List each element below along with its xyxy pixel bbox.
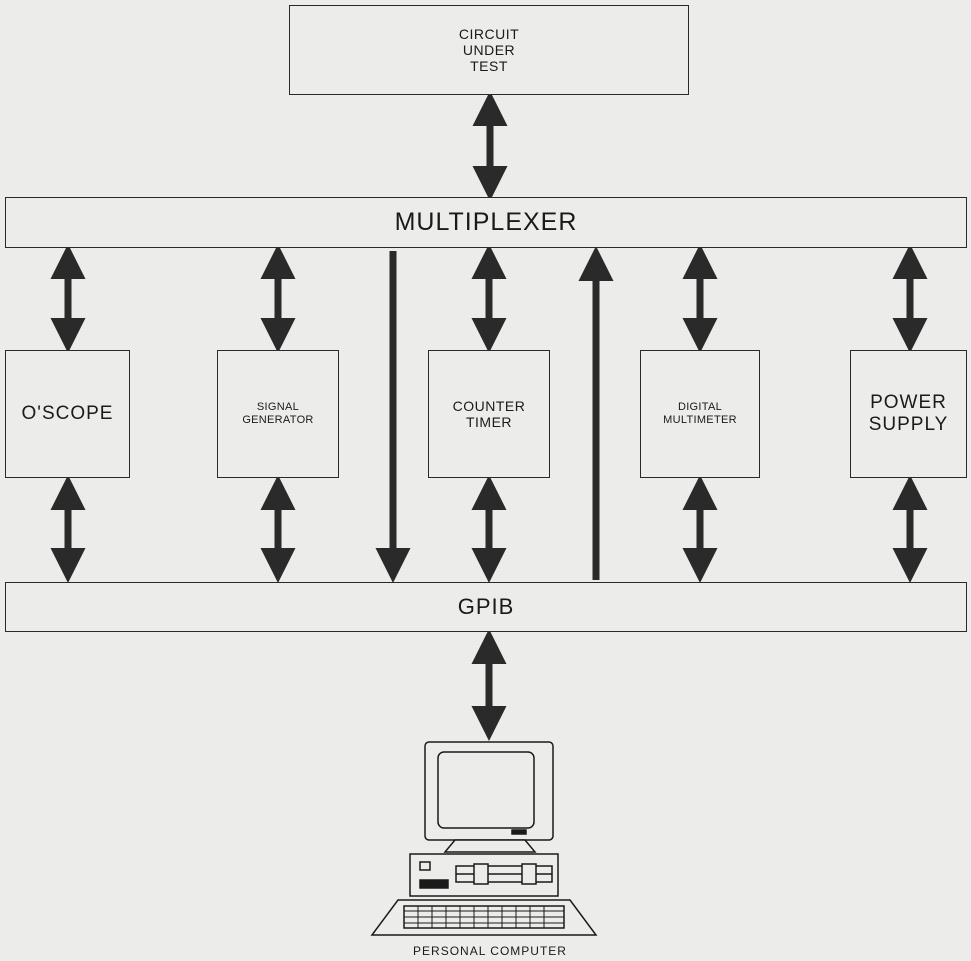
multiplexer-label: MULTIPLEXER: [395, 208, 578, 237]
digital-multimeter-label-line1: DIGITAL: [678, 401, 722, 414]
personal-computer-caption: PERSONAL COMPUTER: [370, 944, 610, 958]
power-supply-label-line2: SUPPLY: [869, 414, 949, 436]
gpib-bar: GPIB: [5, 582, 967, 632]
circuit-label-line2: UNDER: [463, 42, 515, 58]
oscope-label: O'SCOPE: [22, 403, 114, 425]
circuit-label-line3: TEST: [470, 58, 508, 74]
gpib-label: GPIB: [458, 594, 515, 620]
power-supply-box: POWER SUPPLY: [850, 350, 967, 478]
digital-multimeter-label-line2: MULTIMETER: [663, 414, 737, 427]
counter-timer-label-line1: COUNTER: [453, 398, 526, 414]
multiplexer-bar: MULTIPLEXER: [5, 197, 967, 248]
oscope-box: O'SCOPE: [5, 350, 130, 478]
signal-generator-label-line1: SIGNAL: [257, 401, 299, 414]
signal-generator-label-line2: GENERATOR: [242, 414, 313, 427]
signal-generator-box: SIGNAL GENERATOR: [217, 350, 339, 478]
personal-computer-icon: [372, 742, 596, 935]
counter-timer-label-line2: TIMER: [466, 414, 512, 430]
power-supply-label-line1: POWER: [870, 392, 947, 414]
digital-multimeter-box: DIGITAL MULTIMETER: [640, 350, 760, 478]
circuit-under-test-box: CIRCUIT UNDER TEST: [289, 5, 689, 95]
counter-timer-box: COUNTER TIMER: [428, 350, 550, 478]
circuit-label-line1: CIRCUIT: [459, 26, 519, 42]
